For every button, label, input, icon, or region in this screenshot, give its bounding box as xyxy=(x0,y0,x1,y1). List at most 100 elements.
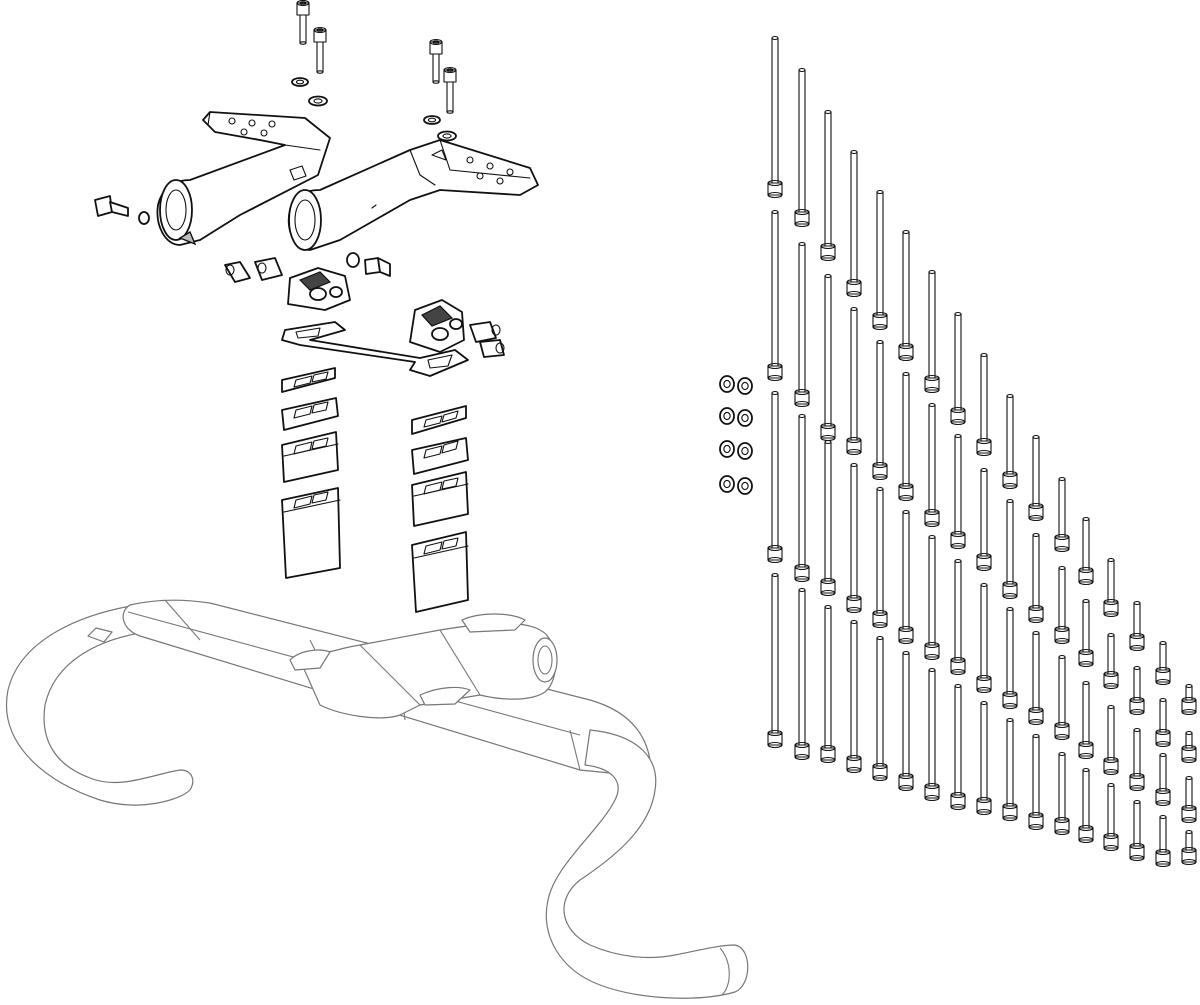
spacer-right-1 xyxy=(411,405,467,435)
long-bolt-60 xyxy=(1129,799,1145,862)
top-cap-bolt-2 xyxy=(313,26,327,74)
long-bolt-64 xyxy=(1155,814,1171,868)
top-cap-bolt-4 xyxy=(443,66,457,114)
long-bolt-24 xyxy=(898,650,914,792)
side-clamp-bolt-right xyxy=(346,252,391,277)
long-bolt-21 xyxy=(898,229,914,362)
long-bolt-49 xyxy=(1078,516,1094,586)
spacer-left-3 xyxy=(281,431,339,483)
clamp-pins-right xyxy=(469,321,505,358)
long-bolt-8 xyxy=(794,587,810,761)
top-cap-bolt-1 xyxy=(296,0,310,45)
long-bolt-52 xyxy=(1078,767,1094,844)
bolt-washer-2 xyxy=(308,95,328,107)
long-bolt-20 xyxy=(872,635,888,782)
long-bolt-18 xyxy=(872,339,888,481)
top-cap-bolt-3 xyxy=(429,38,443,84)
spacer-left-1 xyxy=(281,367,336,393)
long-bolt-67 xyxy=(1181,775,1197,824)
bolt-washer-4 xyxy=(437,130,457,142)
stem-clamp-block-right xyxy=(409,299,465,353)
long-bolt-32 xyxy=(950,683,966,811)
long-bolt-44 xyxy=(1028,733,1044,831)
spacer-right-4 xyxy=(411,531,469,613)
long-bolt-31 xyxy=(950,558,966,676)
long-bolt-16 xyxy=(846,619,862,774)
long-bolt-30 xyxy=(950,433,966,550)
long-bolt-39 xyxy=(1002,606,1018,710)
long-bolt-28 xyxy=(924,667,940,802)
long-bolt-10 xyxy=(820,273,836,442)
side-clamp-bolt-left xyxy=(94,195,150,225)
long-bolt-66 xyxy=(1181,730,1197,764)
long-bolt-5 xyxy=(794,67,810,228)
long-bolt-57 xyxy=(1129,600,1145,652)
long-bolt-65 xyxy=(1181,683,1197,716)
long-bolt-29 xyxy=(950,311,966,426)
long-bolt-56 xyxy=(1103,782,1119,852)
long-bolt-40 xyxy=(1002,717,1018,822)
long-bolt-46 xyxy=(1054,565,1070,645)
long-bolt-55 xyxy=(1103,704,1119,776)
spacer-right-2 xyxy=(411,437,469,475)
integrated-handlebar xyxy=(6,599,749,999)
long-bolt-6 xyxy=(794,241,810,408)
long-bolt-27 xyxy=(924,534,940,661)
loose-washer-7 xyxy=(719,475,735,493)
long-bolt-43 xyxy=(1028,630,1044,726)
spacer-right-3 xyxy=(411,471,469,527)
spacer-left-4 xyxy=(281,487,341,579)
long-bolt-41 xyxy=(1028,434,1044,522)
long-bolt-51 xyxy=(1078,680,1094,760)
long-bolt-23 xyxy=(898,509,914,645)
long-bolt-50 xyxy=(1078,598,1094,668)
long-bolt-63 xyxy=(1155,752,1171,807)
long-bolt-22 xyxy=(898,371,914,502)
long-bolt-48 xyxy=(1054,751,1070,836)
long-bolt-25 xyxy=(924,269,940,394)
loose-washer-3 xyxy=(719,407,735,425)
long-bolt-3 xyxy=(767,390,783,564)
bolt-washer-1 xyxy=(291,77,309,87)
bridge-plate xyxy=(281,321,469,377)
long-bolt-33 xyxy=(976,352,992,457)
long-bolt-34 xyxy=(976,467,992,572)
long-bolt-37 xyxy=(1002,393,1018,490)
long-bolt-59 xyxy=(1129,727,1145,792)
long-bolt-68 xyxy=(1181,829,1197,866)
long-bolt-1 xyxy=(767,35,783,199)
generated-parts xyxy=(291,0,1197,868)
loose-washer-2 xyxy=(737,377,753,395)
long-bolt-54 xyxy=(1103,632,1119,690)
long-bolt-38 xyxy=(1002,498,1018,600)
long-bolt-61 xyxy=(1155,640,1171,686)
long-bolt-45 xyxy=(1054,476,1070,553)
long-bolt-14 xyxy=(846,306,862,456)
long-bolt-62 xyxy=(1155,697,1171,748)
long-bolt-11 xyxy=(820,439,836,597)
long-bolt-9 xyxy=(820,109,836,262)
long-bolt-47 xyxy=(1054,654,1070,741)
long-bolt-58 xyxy=(1129,665,1145,716)
long-bolt-19 xyxy=(872,486,888,629)
long-bolt-2 xyxy=(767,209,783,382)
bolt-washer-3 xyxy=(423,115,441,125)
spacer-left-2 xyxy=(281,397,339,431)
armrest-extension-left xyxy=(156,111,331,246)
long-bolt-4 xyxy=(767,572,783,749)
loose-washer-1 xyxy=(719,375,735,393)
long-bolt-36 xyxy=(976,700,992,816)
long-bolt-13 xyxy=(846,149,862,298)
long-bolt-42 xyxy=(1028,532,1044,624)
long-bolt-7 xyxy=(794,413,810,583)
long-bolt-35 xyxy=(976,582,992,694)
loose-washer-4 xyxy=(737,409,753,427)
armrest-extension-right xyxy=(287,139,539,251)
clamp-pins-left xyxy=(224,257,283,283)
spacer-stack-left xyxy=(281,367,341,579)
loose-washer-5 xyxy=(719,440,735,458)
long-bolt-53 xyxy=(1103,557,1119,618)
long-bolt-26 xyxy=(924,402,940,528)
stem-clamp-block-left xyxy=(287,267,351,311)
